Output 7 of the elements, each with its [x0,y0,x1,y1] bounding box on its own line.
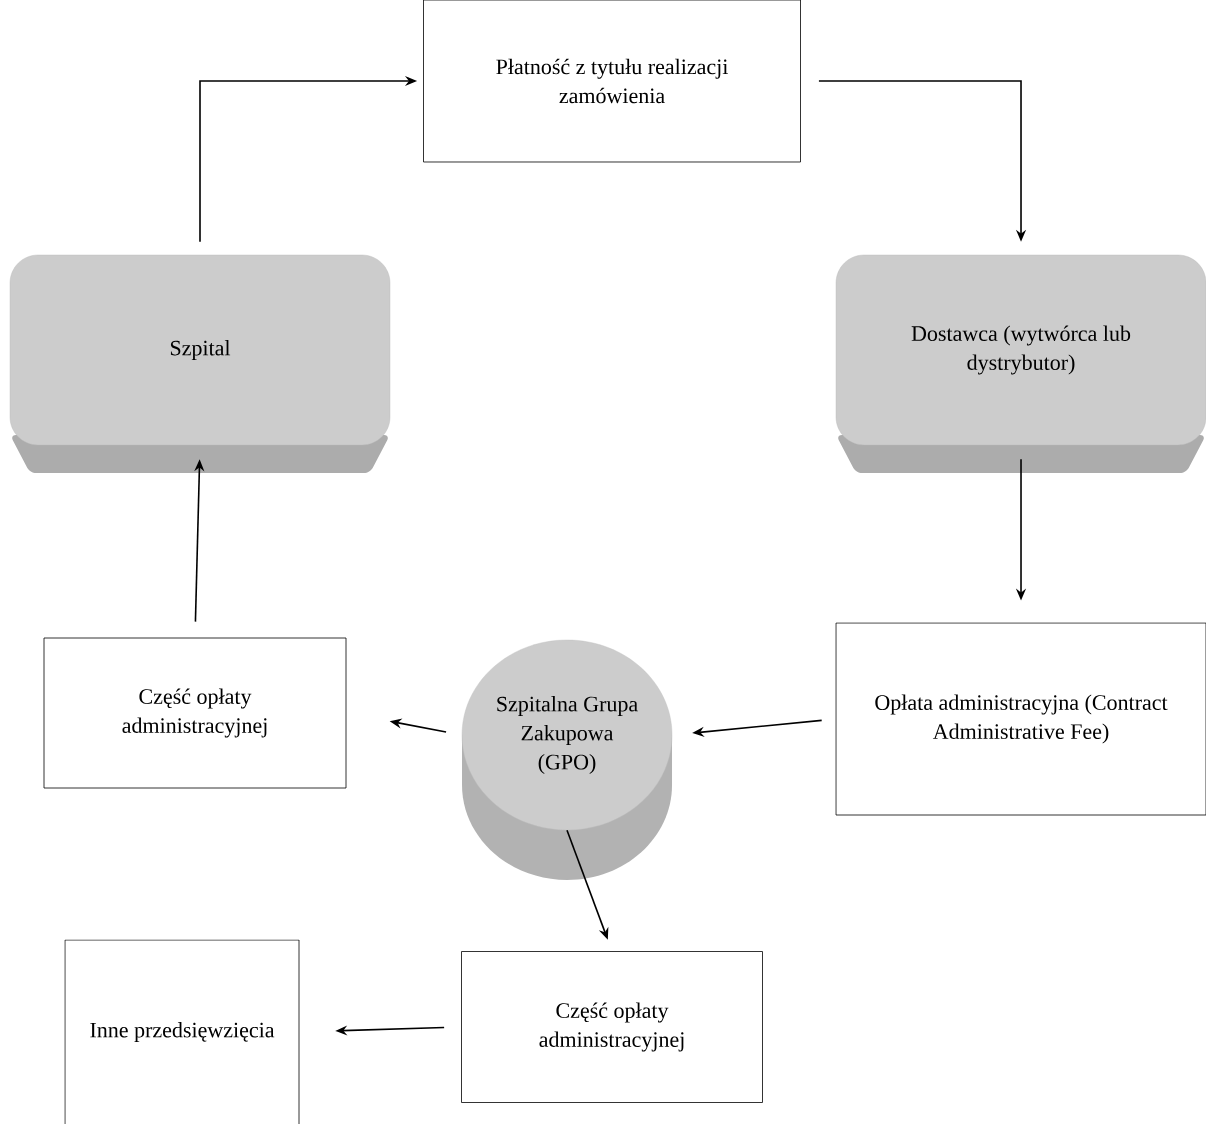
text-box: Część opłaty administracyjnej [461,951,763,1103]
text-box: Inne przedsięwzięcia [64,939,300,1124]
rounded-block: Dostawca (wytwórca lub dystrybutor) [835,254,1206,473]
rounded-block: Szpital [9,254,391,473]
text-box: Opłata administracyjna (Contract Administrative Fee) [835,622,1206,816]
text-box: Płatność z tytułu realizacji zamówienia [423,0,801,163]
text-box: Część opłaty administracyjnej [43,637,347,789]
